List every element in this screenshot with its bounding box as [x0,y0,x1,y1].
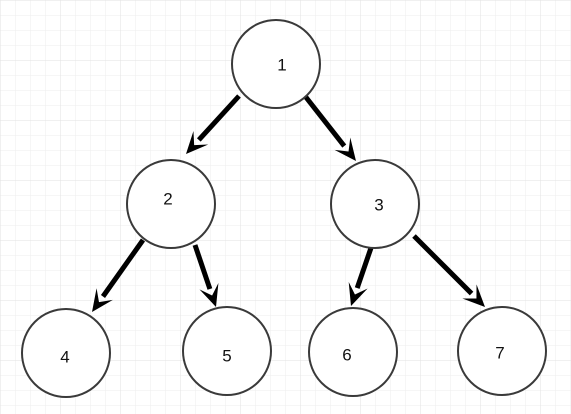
node-circle [21,308,111,398]
edge-1-to-3 [303,94,356,161]
arrowhead [334,137,356,161]
arrowhead [199,282,219,307]
node-circle [126,159,216,249]
node-label: 1 [277,55,286,74]
edge-1-to-2 [186,94,241,154]
edge-3-to-7 [412,234,485,307]
edge-2-to-5 [192,244,219,307]
arrowhead [348,281,368,306]
edge-2-to-4 [92,238,146,312]
tree-node-5[interactable]: 5 [182,306,272,396]
edge-line [412,234,474,296]
nodes: 1 2 3 4 5 6 7 [21,19,547,398]
arrowhead [186,131,209,154]
node-circle [308,307,398,397]
tree-node-2[interactable]: 2 [126,159,216,249]
node-label: 4 [60,347,69,366]
arrowhead [462,284,485,307]
edge-line [303,94,347,148]
node-label: 3 [374,195,383,214]
node-circle [330,159,420,249]
node-circle [231,19,321,109]
tree-node-4[interactable]: 4 [21,308,111,398]
node-label: 2 [163,189,172,208]
arrowhead [92,288,113,312]
edge-line [354,244,375,289]
tree-node-3[interactable]: 3 [330,159,420,249]
edge-3-to-6 [348,244,375,306]
edge-line [192,244,213,290]
node-label: 6 [342,345,351,364]
node-label: 7 [495,343,504,362]
edge-line [196,94,241,142]
tree-node-1[interactable]: 1 [231,19,321,109]
node-circle [182,306,272,396]
tree-node-7[interactable]: 7 [457,306,547,396]
tree-node-6[interactable]: 6 [308,307,398,397]
edge-line [100,238,146,298]
edges [92,94,485,312]
node-circle [457,306,547,396]
node-label: 5 [222,346,231,365]
